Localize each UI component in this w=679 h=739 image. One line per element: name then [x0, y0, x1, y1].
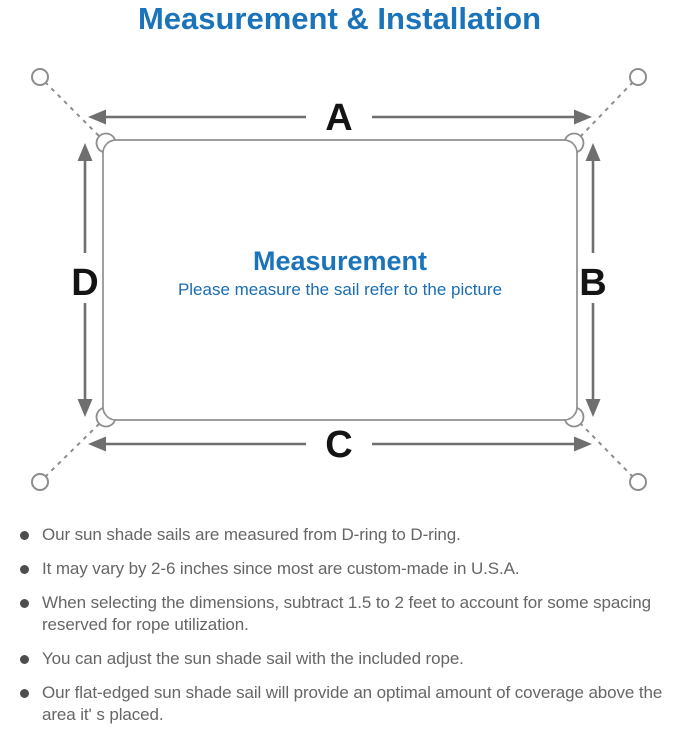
edge-label-top: A — [325, 97, 352, 139]
rope-dashed-line-top-right — [579, 81, 634, 138]
sail-outline — [102, 139, 578, 421]
arrow-measure-top — [88, 109, 592, 125]
rope-dashed-line-top-left — [44, 81, 101, 138]
list-item: When selecting the dimensions, subtract … — [18, 592, 670, 636]
arrow-measure-bottom — [88, 436, 592, 452]
list-item: You can adjust the sun shade sail with t… — [18, 648, 670, 670]
sail-measurement-diagram: A C D B Measurement Please measure the s… — [31, 68, 647, 491]
list-item: It may vary by 2-6 inches since most are… — [18, 558, 670, 580]
bullet-icon — [20, 689, 29, 698]
arrowhead-right-icon — [574, 436, 592, 452]
instruction-notes-list: Our sun shade sails are measured from D-… — [18, 524, 670, 738]
arrowhead-left-icon — [88, 436, 106, 452]
anchor-ring-icon-bottom-right — [629, 473, 647, 491]
arrowhead-left-icon — [88, 109, 106, 125]
note-text: You can adjust the sun shade sail with t… — [42, 649, 464, 668]
note-text: It may vary by 2-6 inches since most are… — [42, 559, 520, 578]
bullet-icon — [20, 565, 29, 574]
bullet-icon — [20, 599, 29, 608]
arrow-measure-left — [77, 143, 93, 417]
note-text: Our flat-edged sun shade sail will provi… — [42, 683, 663, 724]
arrowhead-up-icon — [77, 143, 93, 161]
arrowhead-down-icon — [77, 399, 93, 417]
edge-label-right: B — [579, 262, 606, 304]
rope-dashed-line-bottom-left — [44, 422, 101, 478]
edge-label-left: D — [71, 262, 98, 304]
note-text: When selecting the dimensions, subtract … — [42, 593, 651, 634]
anchor-ring-icon-bottom-left — [31, 473, 49, 491]
arrowhead-up-icon — [585, 143, 601, 161]
edge-label-bottom: C — [325, 424, 352, 466]
rope-dashed-line-bottom-right — [579, 422, 634, 478]
arrowhead-right-icon — [574, 109, 592, 125]
diagram-center-title: Measurement — [253, 246, 427, 276]
anchor-ring-icon-top-left — [31, 68, 49, 86]
page-title: Measurement & Installation — [137, 1, 542, 36]
list-item: Our flat-edged sun shade sail will provi… — [18, 682, 670, 726]
bullet-icon — [20, 531, 29, 540]
bullet-icon — [20, 655, 29, 664]
anchor-ring-icon-top-right — [629, 68, 647, 86]
arrow-measure-right — [585, 143, 601, 417]
arrowhead-down-icon — [585, 399, 601, 417]
note-text: Our sun shade sails are measured from D-… — [42, 525, 461, 544]
list-item: Our sun shade sails are measured from D-… — [18, 524, 670, 546]
diagram-center-subtitle: Please measure the sail refer to the pic… — [178, 280, 502, 299]
